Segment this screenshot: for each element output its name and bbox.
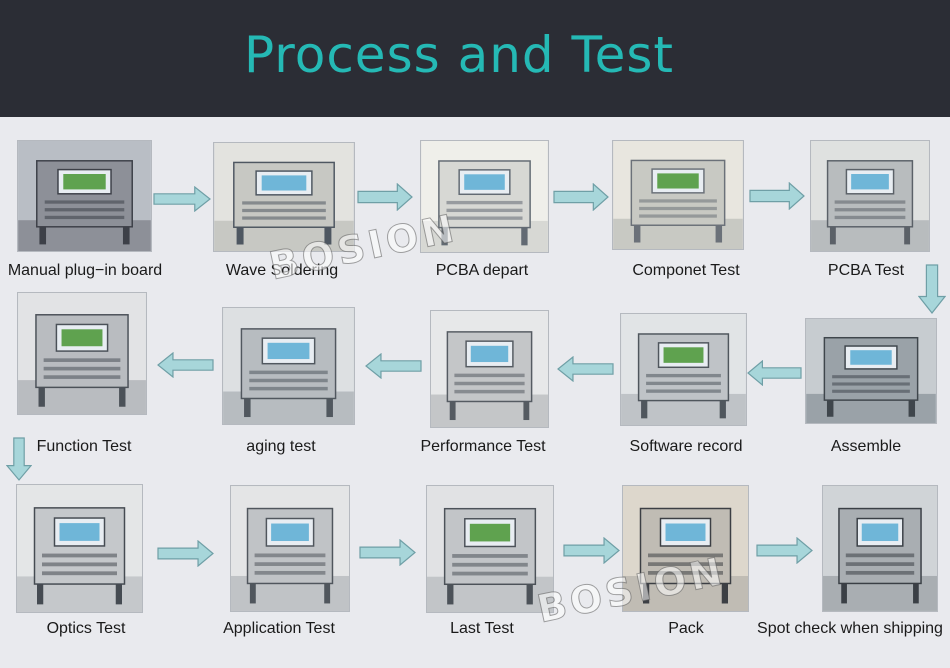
arrow-right-icon [756,536,813,565]
step-label: Optics Test [46,620,126,637]
step-label: Performance Test [420,438,546,455]
step-photo [230,485,350,612]
step-photo [420,140,549,253]
step-photo [612,140,744,250]
step-photo [810,140,930,252]
arrow-down-icon [917,264,947,314]
step-photo [17,292,147,415]
step-photo [430,310,549,428]
step-label: Software record [629,438,743,455]
step-label: Function Test [36,438,132,455]
arrow-right-icon [563,536,620,565]
flow-arrow-left [747,359,802,391]
arrow-left-icon [557,355,614,383]
step-label: Manual plug−in board [7,262,163,279]
page-title: Process and Test [244,26,674,84]
flow-arrow-right [157,539,214,572]
arrow-down-icon [5,437,33,481]
arrow-left-icon [157,351,214,379]
process-flow-diagram: Manual plug−in board Wave Soldering PCBA d… [0,117,950,668]
step-label: Application Test [223,620,335,637]
flow-arrow-left [365,352,422,384]
step-photo [620,313,747,426]
step-label: PCBA Test [827,262,905,279]
step-label: Last Test [450,620,514,637]
step-label: Assemble [830,438,902,455]
flow-arrow-left [157,351,214,383]
arrow-right-icon [359,538,416,567]
flow-arrow-right [553,182,609,216]
step-photo [17,140,152,252]
arrow-right-icon [553,182,609,212]
arrow-right-icon [357,182,413,212]
step-label: Componet Test [632,262,740,279]
flow-arrow-right [563,536,620,569]
flow-arrow-left [557,355,614,387]
arrow-right-icon [153,185,211,213]
step-photo [213,142,355,252]
step-photo [622,485,749,612]
flow-arrow-right [756,536,813,569]
flow-arrow-right [153,185,211,217]
step-photo [822,485,938,612]
step-label: Spot check when shipping [757,620,943,637]
flow-arrow-right [359,538,416,571]
step-photo [805,318,937,424]
arrow-left-icon [747,359,802,387]
step-photo [426,485,554,613]
flow-arrow-right [749,181,805,215]
step-photo [222,307,355,425]
step-label: PCBA depart [435,262,529,279]
arrow-right-icon [749,181,805,211]
step-photo [16,484,143,613]
flow-arrow-down [5,437,33,486]
flow-arrow-down [917,264,947,319]
arrow-right-icon [157,539,214,568]
header-banner: Process and Test [0,0,950,117]
flow-arrow-right [357,182,413,216]
step-label: aging test [246,438,316,455]
arrow-left-icon [365,352,422,380]
step-label: Wave Soldering [225,262,339,279]
step-label: Pack [668,620,704,637]
